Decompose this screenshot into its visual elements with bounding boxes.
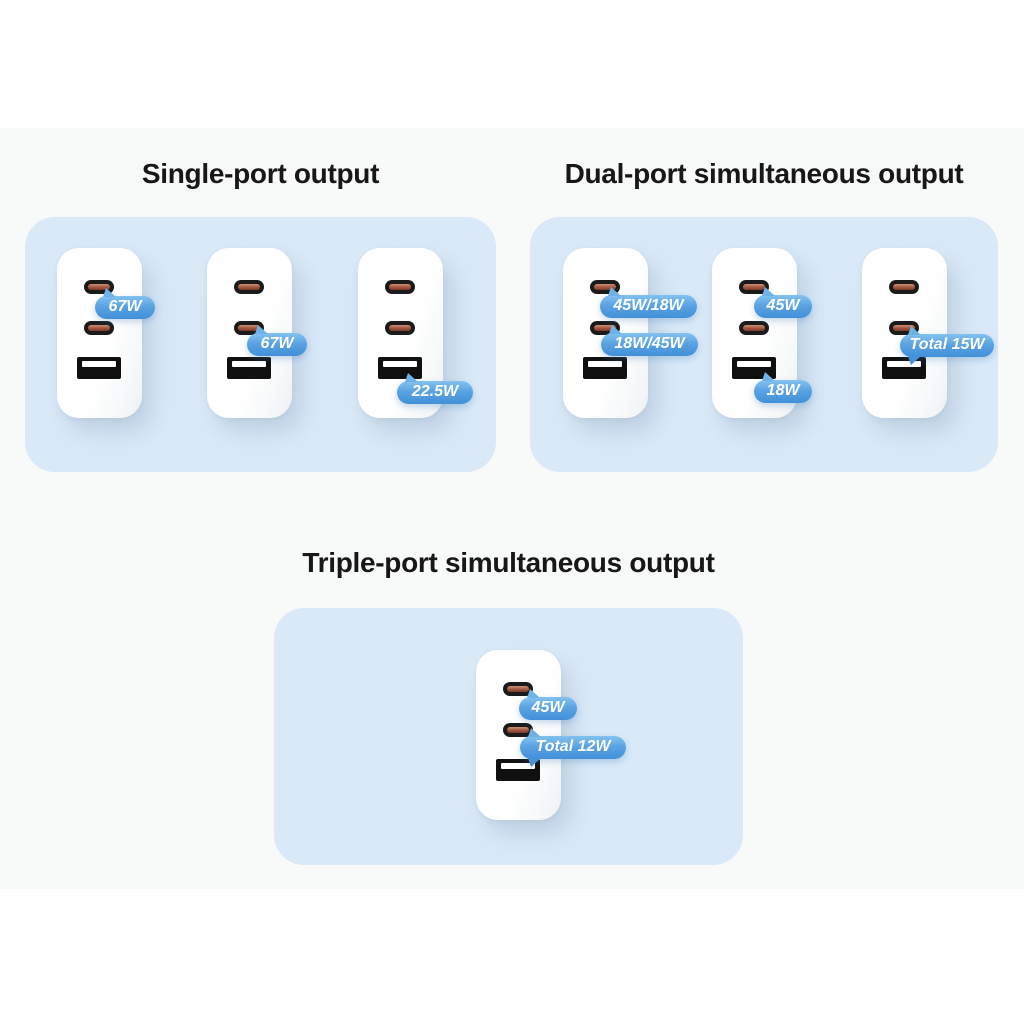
power-badge: 18W <box>754 372 812 403</box>
power-badge-label: 22.5W <box>411 382 459 400</box>
charger: 67W <box>57 248 155 418</box>
usb-a-port-icon <box>227 357 271 379</box>
power-badge-label: Total 15W <box>909 335 985 353</box>
panel-triple-port: 45W Total 12W <box>274 608 743 865</box>
power-badge: 67W <box>247 325 307 356</box>
power-badge-label: 45W/18W <box>613 296 684 314</box>
section-title-triple-port: Triple-port simultaneous output <box>302 547 715 578</box>
usb-c-port-1-icon <box>739 280 769 294</box>
power-badge-total: Total 15W <box>900 326 994 365</box>
usb-a-port-icon <box>583 357 627 379</box>
section-title-dual-port: Dual-port simultaneous output <box>564 158 964 189</box>
charger: 45W 18W <box>712 248 812 418</box>
usb-c-port-1-icon <box>234 280 264 294</box>
power-badge: 45W/18W <box>600 287 697 318</box>
power-badge-label: 45W <box>531 698 565 716</box>
power-badge: 45W <box>754 287 812 318</box>
power-badge-label: 18W <box>766 381 800 399</box>
usb-a-port-icon <box>77 357 121 379</box>
usb-c-port-1-icon <box>889 280 919 294</box>
usb-c-port-2-icon <box>739 321 769 335</box>
panel-single-port: 67W 67W 22.5W <box>25 217 496 472</box>
power-badge-label: 45W <box>766 296 800 314</box>
panel-dual-port: 45W/18W 18W/45W 45W 18W Total 15W <box>530 217 998 472</box>
charger: 67W <box>207 248 307 418</box>
power-badge-total: Total 12W <box>520 728 626 767</box>
power-badge: 67W <box>95 288 155 319</box>
usb-c-port-1-icon <box>503 682 533 696</box>
usb-c-port-2-icon <box>84 321 114 335</box>
charger: Total 15W <box>862 248 994 418</box>
charger: 22.5W <box>358 248 473 418</box>
usb-c-port-2-icon <box>385 321 415 335</box>
usb-c-port-1-icon <box>385 280 415 294</box>
power-badge-label: 67W <box>108 297 142 315</box>
charger: 45W/18W 18W/45W <box>563 248 698 418</box>
power-badge: 18W/45W <box>601 325 698 356</box>
power-badge: 22.5W <box>397 373 473 404</box>
power-badge-label: Total 12W <box>535 737 611 755</box>
power-badge: 45W <box>519 689 577 720</box>
power-badge-label: 67W <box>260 334 294 352</box>
section-title-single-port: Single-port output <box>141 158 380 189</box>
usb-c-port-2-icon <box>503 723 533 737</box>
power-badge-label: 18W/45W <box>614 334 685 352</box>
charger: 45W Total 12W <box>476 650 626 820</box>
